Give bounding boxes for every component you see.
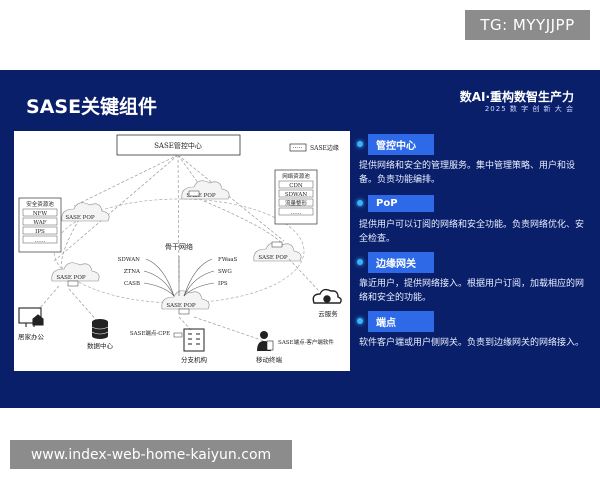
- sase-architecture-diagram: SASE管控中心 SASE边缘: [14, 131, 350, 371]
- service-lines: [143, 256, 215, 297]
- component-label-mgmt: 管控中心: [368, 133, 434, 155]
- brand-subtitle: 2025 数 字 创 新 大 会: [484, 105, 574, 113]
- service-casb: CASB: [124, 281, 140, 287]
- components-list: 管控中心 提供网络和安全的管理服务。集中管理策略、用户和设备。负责功能编排。 P…: [357, 133, 589, 356]
- mobile-terminal-icon: [257, 331, 274, 351]
- security-pool-title: 安全资源池: [26, 200, 54, 208]
- pop-label-right: SASE POP: [258, 255, 287, 261]
- security-item-ips: IPS: [35, 229, 45, 235]
- node-cloud-label: 云服务: [318, 309, 338, 318]
- client-label: SASE端点-客户端软件: [278, 338, 334, 346]
- component-desc-pop: 提供用户可以订阅的网络和安全功能。负责网络优化、安全检查。: [359, 220, 585, 244]
- slide: SASE关键组件 数AI·重构数智生产力 2025 数 字 创 新 大 会 SA…: [0, 70, 600, 408]
- branch-building-icon: [183, 328, 205, 352]
- home-office-icon: [18, 307, 44, 327]
- pop-label-bottom: SASE POP: [166, 303, 195, 309]
- service-ztna: ZTNA: [124, 269, 141, 275]
- brand-logo-text: 数AI·重构数智生产力: [459, 90, 574, 104]
- network-item-sdwan: SDWAN: [285, 192, 308, 198]
- sase-edge-label: SASE边缘: [310, 144, 339, 152]
- pop-cloud-left-top: [61, 202, 110, 222]
- node-dc-label: 数据中心: [87, 341, 114, 350]
- network-pool-title: 网络资源池: [282, 172, 310, 180]
- bullet-icon: [357, 259, 363, 265]
- component-item: 边缘网关 靠近用户，提供网络接入。根据用户订阅，加载相应的网络和安全的功能。: [357, 251, 589, 305]
- component-item: PoP 提供用户可以订阅的网络和安全功能。负责网络优化、安全检查。: [357, 193, 589, 246]
- service-sdwan: SDWAN: [118, 257, 141, 263]
- security-item-waf: WAF: [33, 220, 46, 226]
- component-desc-mgmt: 提供网络和安全的管理服务。集中管理策略、用户和设备。负责功能编排。: [359, 161, 576, 185]
- pop-label-top: SASE POP: [186, 193, 215, 199]
- component-desc-edge: 靠近用户，提供网络接入。根据用户订阅，加载相应的网络和安全的功能。: [359, 279, 585, 303]
- node-home-label: 居家办公: [18, 332, 45, 341]
- component-label-endpoint: 端点: [368, 310, 434, 332]
- watermark-url: www.index-web-home-kaiyun.com: [10, 440, 292, 469]
- pop-label-left: SASE POP: [56, 275, 85, 281]
- cpe-label: SASE端点-CPE: [130, 329, 170, 337]
- backbone-ring: [53, 198, 305, 304]
- database-icon: [91, 319, 109, 339]
- node-mobile-label: 移动终端: [256, 355, 283, 364]
- security-item-more: ……: [35, 238, 46, 244]
- bullet-icon: [357, 318, 363, 324]
- security-item-nfw: NFW: [33, 211, 48, 217]
- pop-cloud-left: [51, 262, 100, 282]
- pop-cloud-bottom: [161, 290, 210, 310]
- service-ips: IPS: [218, 281, 228, 287]
- service-fwaas: FWaaS: [218, 257, 238, 263]
- pop-label-left-top: SASE POP: [65, 215, 94, 221]
- component-item: 端点 软件客户端或用户侧网关。负责到边缘网关的网络接入。: [357, 310, 589, 350]
- service-swg: SWG: [218, 269, 232, 275]
- component-label-pop: PoP: [368, 194, 434, 212]
- slide-title: SASE关键组件: [26, 96, 158, 118]
- network-item-shaping: 流量整形: [285, 199, 308, 207]
- network-item-cdn: CDN: [289, 183, 303, 189]
- watermark-telegram: TG: MYYJJPP: [465, 10, 590, 40]
- cloud-service-icon: [312, 288, 342, 304]
- network-item-more: ……: [291, 210, 302, 216]
- mgmt-center-label: SASE管控中心: [154, 141, 202, 150]
- component-item: 管控中心 提供网络和安全的管理服务。集中管理策略、用户和设备。负责功能编排。: [357, 133, 589, 187]
- bullet-icon: [357, 200, 363, 206]
- component-desc-endpoint: 软件客户端或用户侧网关。负责到边缘网关的网络接入。: [359, 338, 585, 348]
- node-branch-label: 分支机构: [181, 355, 208, 364]
- backbone-label: 骨干网络: [165, 242, 193, 251]
- bullet-icon: [357, 141, 363, 147]
- component-label-edge: 边缘网关: [368, 251, 434, 273]
